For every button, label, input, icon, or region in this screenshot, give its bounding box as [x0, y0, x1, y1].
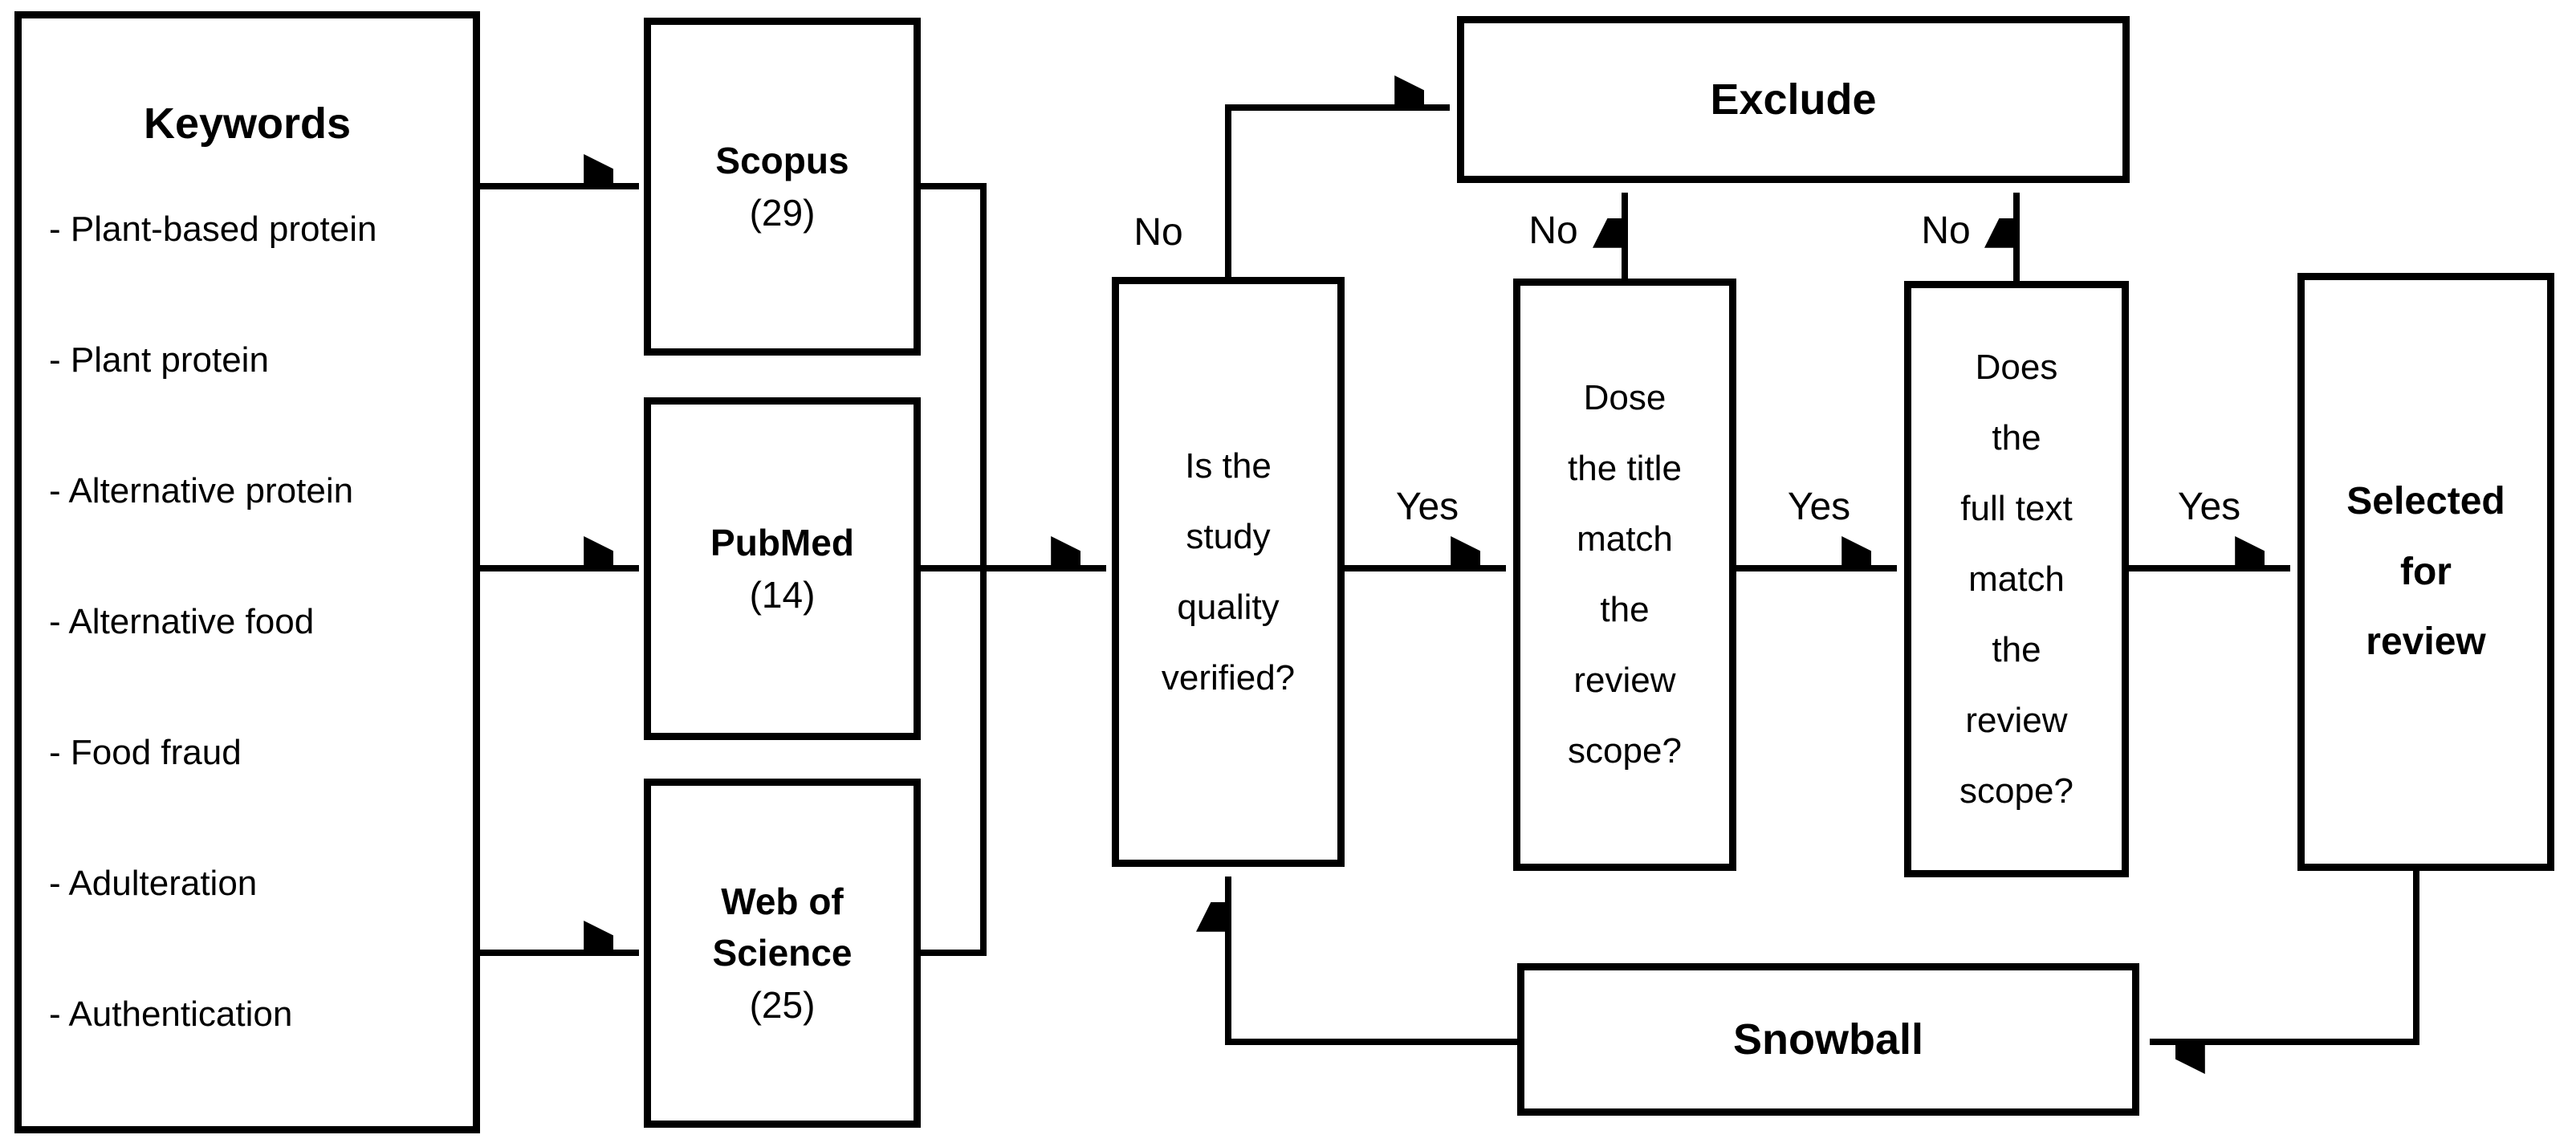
arrow-quality-no-to-exclude: [1225, 108, 1450, 280]
database-count: (29): [749, 191, 816, 234]
edge-label-no-title: No: [1528, 209, 1578, 252]
database-name: Web of Science: [712, 880, 853, 974]
keyword-item: - Plant-based protein: [49, 209, 377, 249]
edge-label-yes-title: Yes: [1787, 486, 1851, 528]
keyword-item: - Plant protein: [49, 340, 269, 380]
snowball-label: Snowball: [1732, 1015, 1923, 1064]
decision-box-study-quality: Is the study quality verified?: [1112, 277, 1345, 867]
keyword-item: - Authentication: [49, 994, 293, 1034]
exclude-box: Exclude: [1457, 16, 2130, 183]
database-box-scopus: Scopus (29): [644, 18, 921, 356]
edge-label-yes-quality: Yes: [1395, 486, 1459, 528]
connector-scopus-to-bus: [921, 183, 987, 568]
connector-wos-to-bus: [921, 568, 987, 956]
arrow-selected-to-snowball: [2150, 871, 2419, 1042]
database-box-web-of-science: Web of Science (25): [644, 779, 921, 1128]
decision-text: Is the study quality verified?: [1161, 445, 1296, 698]
arrow-snowball-to-quality: [1228, 877, 1517, 1045]
keywords-list: - Plant-based protein - Plant protein - …: [49, 211, 457, 1127]
keywords-title: Keywords: [143, 100, 352, 148]
exclude-label: Exclude: [1710, 75, 1877, 124]
snowball-box: Snowball: [1517, 963, 2139, 1116]
database-name: PubMed: [710, 522, 854, 564]
selected-for-review-label: Selected for review: [2346, 479, 2505, 664]
keyword-item: - Alternative food: [49, 602, 315, 641]
decision-box-fulltext-match: Does the full text match the review scop…: [1904, 281, 2129, 877]
decision-text: Dose the title match the review scope?: [1568, 378, 1682, 771]
keywords-box: Keywords - Plant-based protein - Plant p…: [14, 11, 480, 1133]
keyword-item: - Adulteration: [49, 864, 258, 903]
selected-for-review-box: Selected for review: [2297, 273, 2554, 871]
database-box-pubmed: PubMed (14): [644, 397, 921, 740]
database-count: (14): [749, 573, 816, 616]
edge-label-no-quality: No: [1133, 211, 1183, 254]
decision-text: Does the full text match the review scop…: [1959, 347, 2073, 811]
database-count: (25): [749, 983, 816, 1026]
decision-box-title-match: Dose the title match the review scope?: [1513, 279, 1736, 871]
edge-label-yes-fulltext: Yes: [2177, 486, 2241, 528]
edge-label-no-fulltext: No: [1921, 209, 1971, 252]
database-name: Scopus: [715, 140, 849, 182]
keyword-item: - Food fraud: [49, 733, 242, 772]
keyword-item: - Alternative protein: [49, 471, 354, 510]
